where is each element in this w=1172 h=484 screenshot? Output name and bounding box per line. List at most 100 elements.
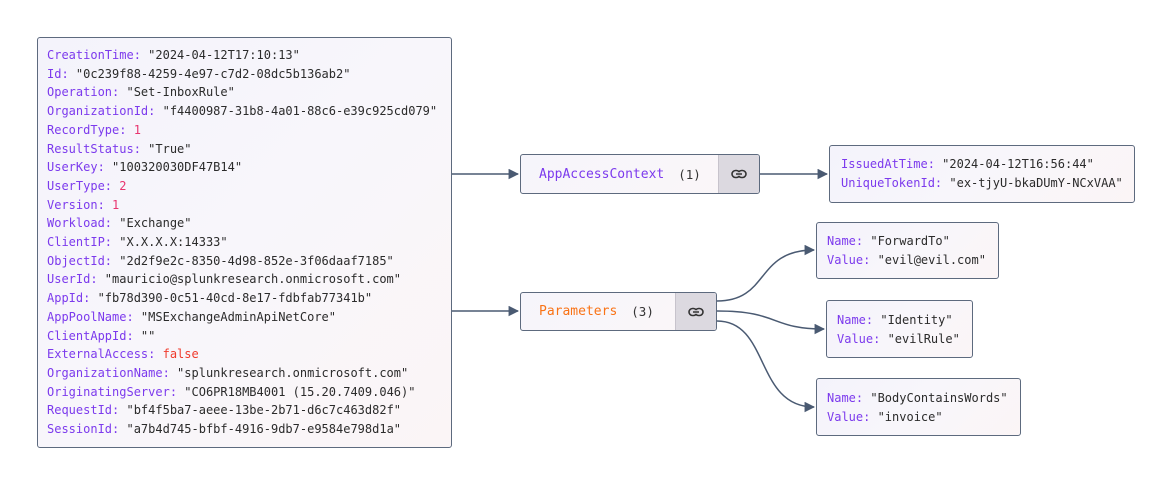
field-key: Workload: [47,216,120,231]
field-value: "bf4f5ba7-aeee-13be-2b71-d6c7c463d82f" [126,403,402,418]
field-value: "evilRule" [887,331,960,346]
field-key: AppPoolName: [47,309,141,324]
edge-parameters-to-bodycontainswords [716,320,816,413]
node-label: AppAccessContext (1) [521,155,718,193]
node-title: Parameters [539,304,618,319]
field-key: UserId: [47,272,105,287]
field-value: false [162,347,199,362]
leaf-parameter-bodycontainswords[interactable]: Name: "BodyContainsWords"Value: "invoice… [816,378,1021,436]
field-value: "ex-tjyU-bkaDUmY-NCxVAA" [949,175,1123,190]
link-icon [688,307,704,316]
field-value: "2024-04-12T17:10:13" [148,48,300,62]
field-row: OrganizationId: "f4400987-31b8-4a01-88c6… [47,102,451,121]
field-row: UserType: 2 [47,177,451,196]
field-value: "mauricio@splunkresearch.onmicrosoft.com… [104,272,402,287]
field-value: "True" [148,141,192,156]
leaf-parameter-identity[interactable]: Name: "Identity" Value: "evilRule" [826,300,973,358]
field-row: RequestId: "bf4f5ba7-aeee-13be-2b71-d6c7… [47,401,451,420]
field-row: Value: "invoice" [827,408,1020,427]
field-value: "splunkresearch.onmicrosoft.com" [177,365,409,380]
field-row: CreationTime: "2024-04-12T17:10:13" [47,46,451,65]
field-key: Value: [837,331,888,346]
field-key: Id: [47,66,76,81]
field-row: OriginatingServer: "CO6PR18MB4001 (15.20… [47,383,451,402]
field-row: ClientAppId: "" [47,327,451,346]
link-button[interactable] [718,155,759,193]
field-row: UserKey: "100320030DF47B14" [47,158,451,177]
leaf-fields-list: IssuedAtTime: "2024-04-12T16:56:44"Uniqu… [841,155,1134,192]
field-key: OrganizationId: [47,104,163,119]
field-key: OriginatingServer: [47,384,185,399]
field-value: "f4400987-31b8-4a01-88c6-e39c925cd079" [162,104,438,119]
leaf-fields-list: Name: "BodyContainsWords"Value: "invoice… [827,389,1020,426]
link-button[interactable] [675,293,716,330]
field-key: ClientAppId: [47,328,141,343]
field-value: "a7b4d745-bfbf-4916-9db7-e9584e798d1a" [126,422,402,437]
field-row: ObjectId: "2d2f9e2c-8350-4d98-852e-3f06d… [47,252,451,271]
node-parameters[interactable]: Parameters (3) [520,292,717,331]
field-value: "CO6PR18MB4001 (15.20.7409.046)" [184,384,416,399]
field-row: SessionId: "a7b4d745-bfbf-4916-9db7-e958… [47,420,451,439]
field-row: AppId: "fb78d390-0c51-40cd-8e17-fdbfab77… [47,289,451,308]
field-key: Name: [827,234,871,248]
field-value: 2 [119,178,127,193]
leaf-app-access-context[interactable]: IssuedAtTime: "2024-04-12T16:56:44"Uniqu… [829,145,1135,203]
field-row: RecordType: 1 [47,121,451,140]
field-value: "2024-04-12T16:56:44" [942,157,1094,171]
edge-parameters-to-forwardto [716,244,816,302]
field-key: ResultStatus: [47,141,149,156]
field-value: "Set-InboxRule" [126,85,235,100]
field-row: Id: "0c239f88-4259-4e97-c7d2-08dc5b136ab… [47,65,451,84]
field-row: Name: "ForwardTo" [827,232,998,251]
node-app-access-context[interactable]: AppAccessContext (1) [520,154,760,194]
field-key: ClientIP: [47,235,120,250]
field-key: Value: [827,409,878,424]
field-row: Operation: "Set-InboxRule" [47,83,451,102]
field-row: ClientIP: "X.X.X.X:14333" [47,233,451,252]
field-key: AppId: [47,291,98,306]
leaf-parameter-forwardto[interactable]: Name: "ForwardTo"Value: "evil@evil.com" [816,222,999,279]
field-value: "100320030DF47B14" [112,160,243,175]
field-row: Value: "evilRule" [837,330,972,349]
node-count: (3) [631,304,654,319]
field-key: CreationTime: [47,48,149,62]
node-label: Parameters (3) [521,293,675,330]
leaf-fields-list: Name: "Identity" Value: "evilRule" [837,311,972,348]
field-row: Version: 1 [47,196,451,215]
field-value: "invoice" [877,409,943,424]
field-row: Value: "evil@evil.com" [827,251,998,270]
field-value: 1 [133,122,141,137]
field-key: UniqueTokenId: [841,175,950,190]
field-row: IssuedAtTime: "2024-04-12T16:56:44" [841,155,1134,174]
edge-parameters-to-identity [716,310,826,335]
field-value: 1 [112,197,120,212]
leaf-fields-list: Name: "ForwardTo"Value: "evil@evil.com" [827,232,998,269]
field-key: UserType: [47,178,120,193]
field-key: SessionId: [47,422,127,437]
field-key: Name: [837,313,881,327]
field-value: "ForwardTo" [870,234,950,248]
root-fields-list: CreationTime: "2024-04-12T17:10:13"Id: "… [47,46,451,439]
field-row: ExternalAccess: false [47,345,451,364]
field-key: Operation: [47,85,127,100]
field-value: "Exchange" [119,216,192,231]
field-row: UniqueTokenId: "ex-tjyU-bkaDUmY-NCxVAA" [841,174,1134,193]
field-row: OrganizationName: "splunkresearch.onmicr… [47,364,451,383]
field-key: UserKey: [47,160,113,175]
field-value: "2d2f9e2c-8350-4d98-852e-3f06daaf7185" [119,253,394,268]
field-key: IssuedAtTime: [841,157,943,171]
root-object-node[interactable]: CreationTime: "2024-04-12T17:10:13"Id: "… [37,37,452,448]
field-row: UserId: "mauricio@splunkresearch.onmicro… [47,270,451,289]
field-value: "Identity" [880,313,953,327]
field-value: "BodyContainsWords" [870,391,1008,405]
field-value: "evil@evil.com" [877,252,986,267]
field-key: Value: [827,252,878,267]
field-key: ExternalAccess: [47,347,163,362]
field-value: "" [140,328,156,343]
field-value: "0c239f88-4259-4e97-c7d2-08dc5b136ab2" [75,66,351,81]
link-icon [731,169,747,179]
field-value: "X.X.X.X:14333" [119,235,228,250]
field-key: ObjectId: [47,253,120,268]
field-value: "MSExchangeAdminApiNetCore" [140,309,336,324]
